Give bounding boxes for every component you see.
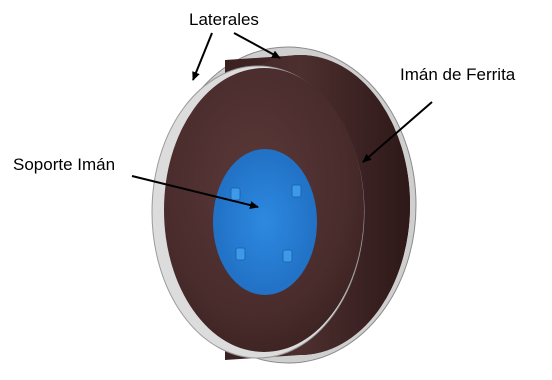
label-laterales: Laterales [189,11,259,28]
magnet-support [213,149,317,295]
label-soporte-iman: Soporte Imán [13,156,115,173]
label-iman-de-ferrita: Imán de Ferrita [400,66,515,83]
arrow-laterales-left [193,33,212,80]
